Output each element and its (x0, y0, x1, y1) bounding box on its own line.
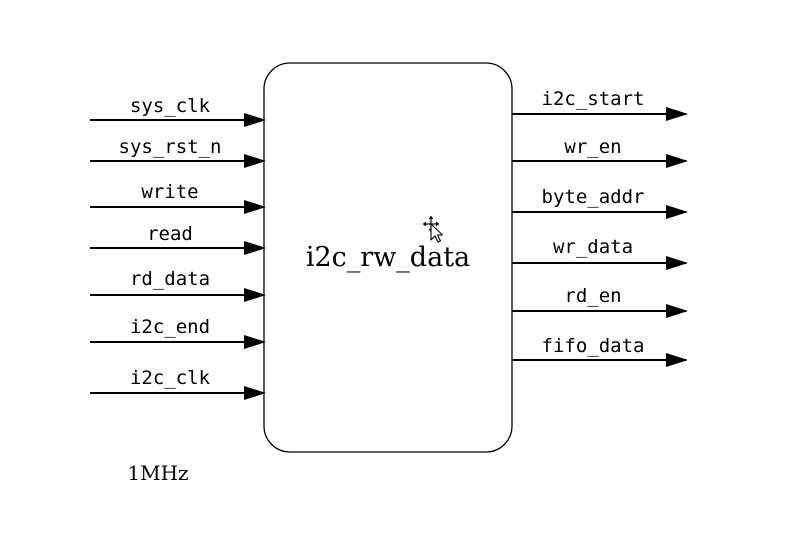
module-block (263, 62, 513, 453)
input-label: write (141, 181, 198, 203)
input-signals: sys_clk sys_rst_n write read rd_data i2c… (90, 95, 266, 400)
module-name: i2c_rw_data (306, 242, 470, 273)
output-signal: wr_data (512, 236, 688, 270)
output-signal: wr_en (512, 136, 688, 168)
output-signal: byte_addr (512, 186, 688, 219)
output-signal: fifo_data (512, 335, 688, 367)
input-signal: read (90, 223, 266, 255)
input-label: read (147, 223, 193, 245)
input-signal: write (90, 181, 266, 214)
clock-frequency-note: 1MHz (127, 461, 188, 485)
output-label: wr_en (564, 136, 621, 158)
output-signals: i2c_start wr_en byte_addr wr_data rd_en … (512, 88, 688, 367)
output-label: byte_addr (542, 186, 645, 208)
input-signal: sys_clk (90, 95, 266, 127)
move-cursor-icon (423, 216, 444, 243)
input-label: sys_clk (130, 95, 211, 117)
output-label: i2c_start (542, 88, 645, 110)
input-label: i2c_clk (130, 367, 211, 389)
input-signal: rd_data (90, 268, 266, 302)
output-label: rd_en (564, 285, 621, 307)
output-signal: i2c_start (512, 88, 688, 121)
input-label: i2c_end (130, 316, 210, 338)
output-label: wr_data (553, 236, 633, 258)
input-signal: i2c_end (90, 316, 266, 349)
input-signal: sys_rst_n (90, 136, 266, 168)
output-label: fifo_data (542, 335, 645, 357)
output-signal: rd_en (512, 285, 688, 318)
input-label: rd_data (130, 268, 210, 290)
input-signal: i2c_clk (90, 367, 266, 400)
input-label: sys_rst_n (119, 136, 222, 158)
